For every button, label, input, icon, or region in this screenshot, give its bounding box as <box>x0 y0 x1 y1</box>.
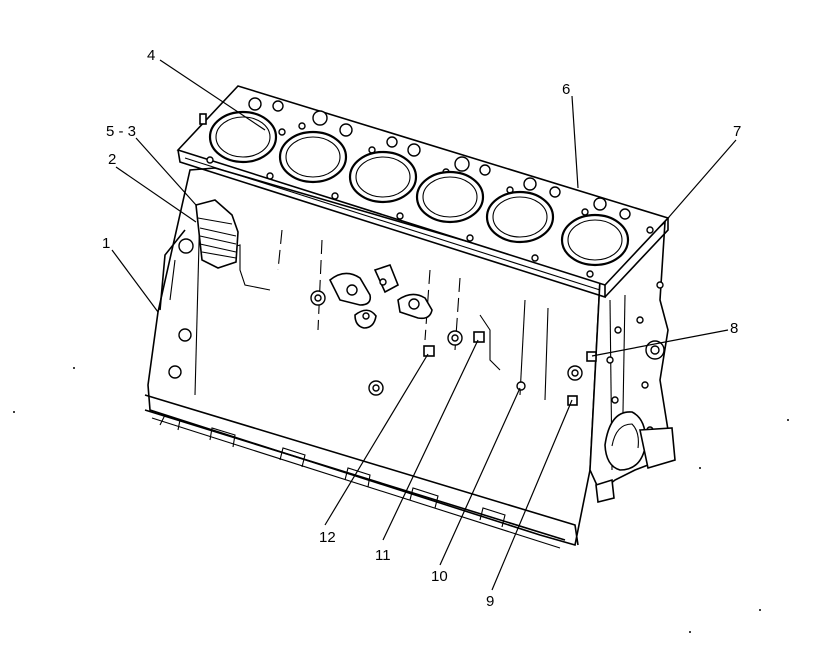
plug-9 <box>567 395 578 406</box>
dowel-pin <box>199 113 207 125</box>
callout-11: 11 <box>375 547 391 564</box>
plug-8 <box>586 351 597 362</box>
callout-5-3: 5 - 3 <box>106 123 136 140</box>
callout-6: 6 <box>562 81 570 98</box>
callout-4: 4 <box>147 47 155 64</box>
deck-bolt-holes <box>206 97 654 278</box>
callout-1: 1 <box>102 235 110 252</box>
plug-11 <box>473 331 485 343</box>
callout-labels: 4 6 7 5 - 3 2 1 8 9 10 11 12 <box>102 47 741 610</box>
cylinder-bores <box>208 110 630 267</box>
callout-8: 8 <box>730 320 738 337</box>
callout-2: 2 <box>108 151 116 168</box>
callout-9: 9 <box>486 593 494 610</box>
leader-lines <box>111 59 737 591</box>
scan-specks <box>13 367 789 633</box>
plug-12 <box>423 345 435 357</box>
cylinder-block-body <box>144 167 676 549</box>
plug-10 <box>516 381 526 391</box>
front-plug-stack <box>195 199 239 269</box>
cylinder-head-gasket <box>176 85 670 299</box>
oil-gallery-fittings <box>310 264 583 396</box>
callout-10: 10 <box>431 568 448 585</box>
callout-7: 7 <box>733 123 741 140</box>
callout-12: 12 <box>319 529 336 546</box>
plugs <box>423 331 597 406</box>
